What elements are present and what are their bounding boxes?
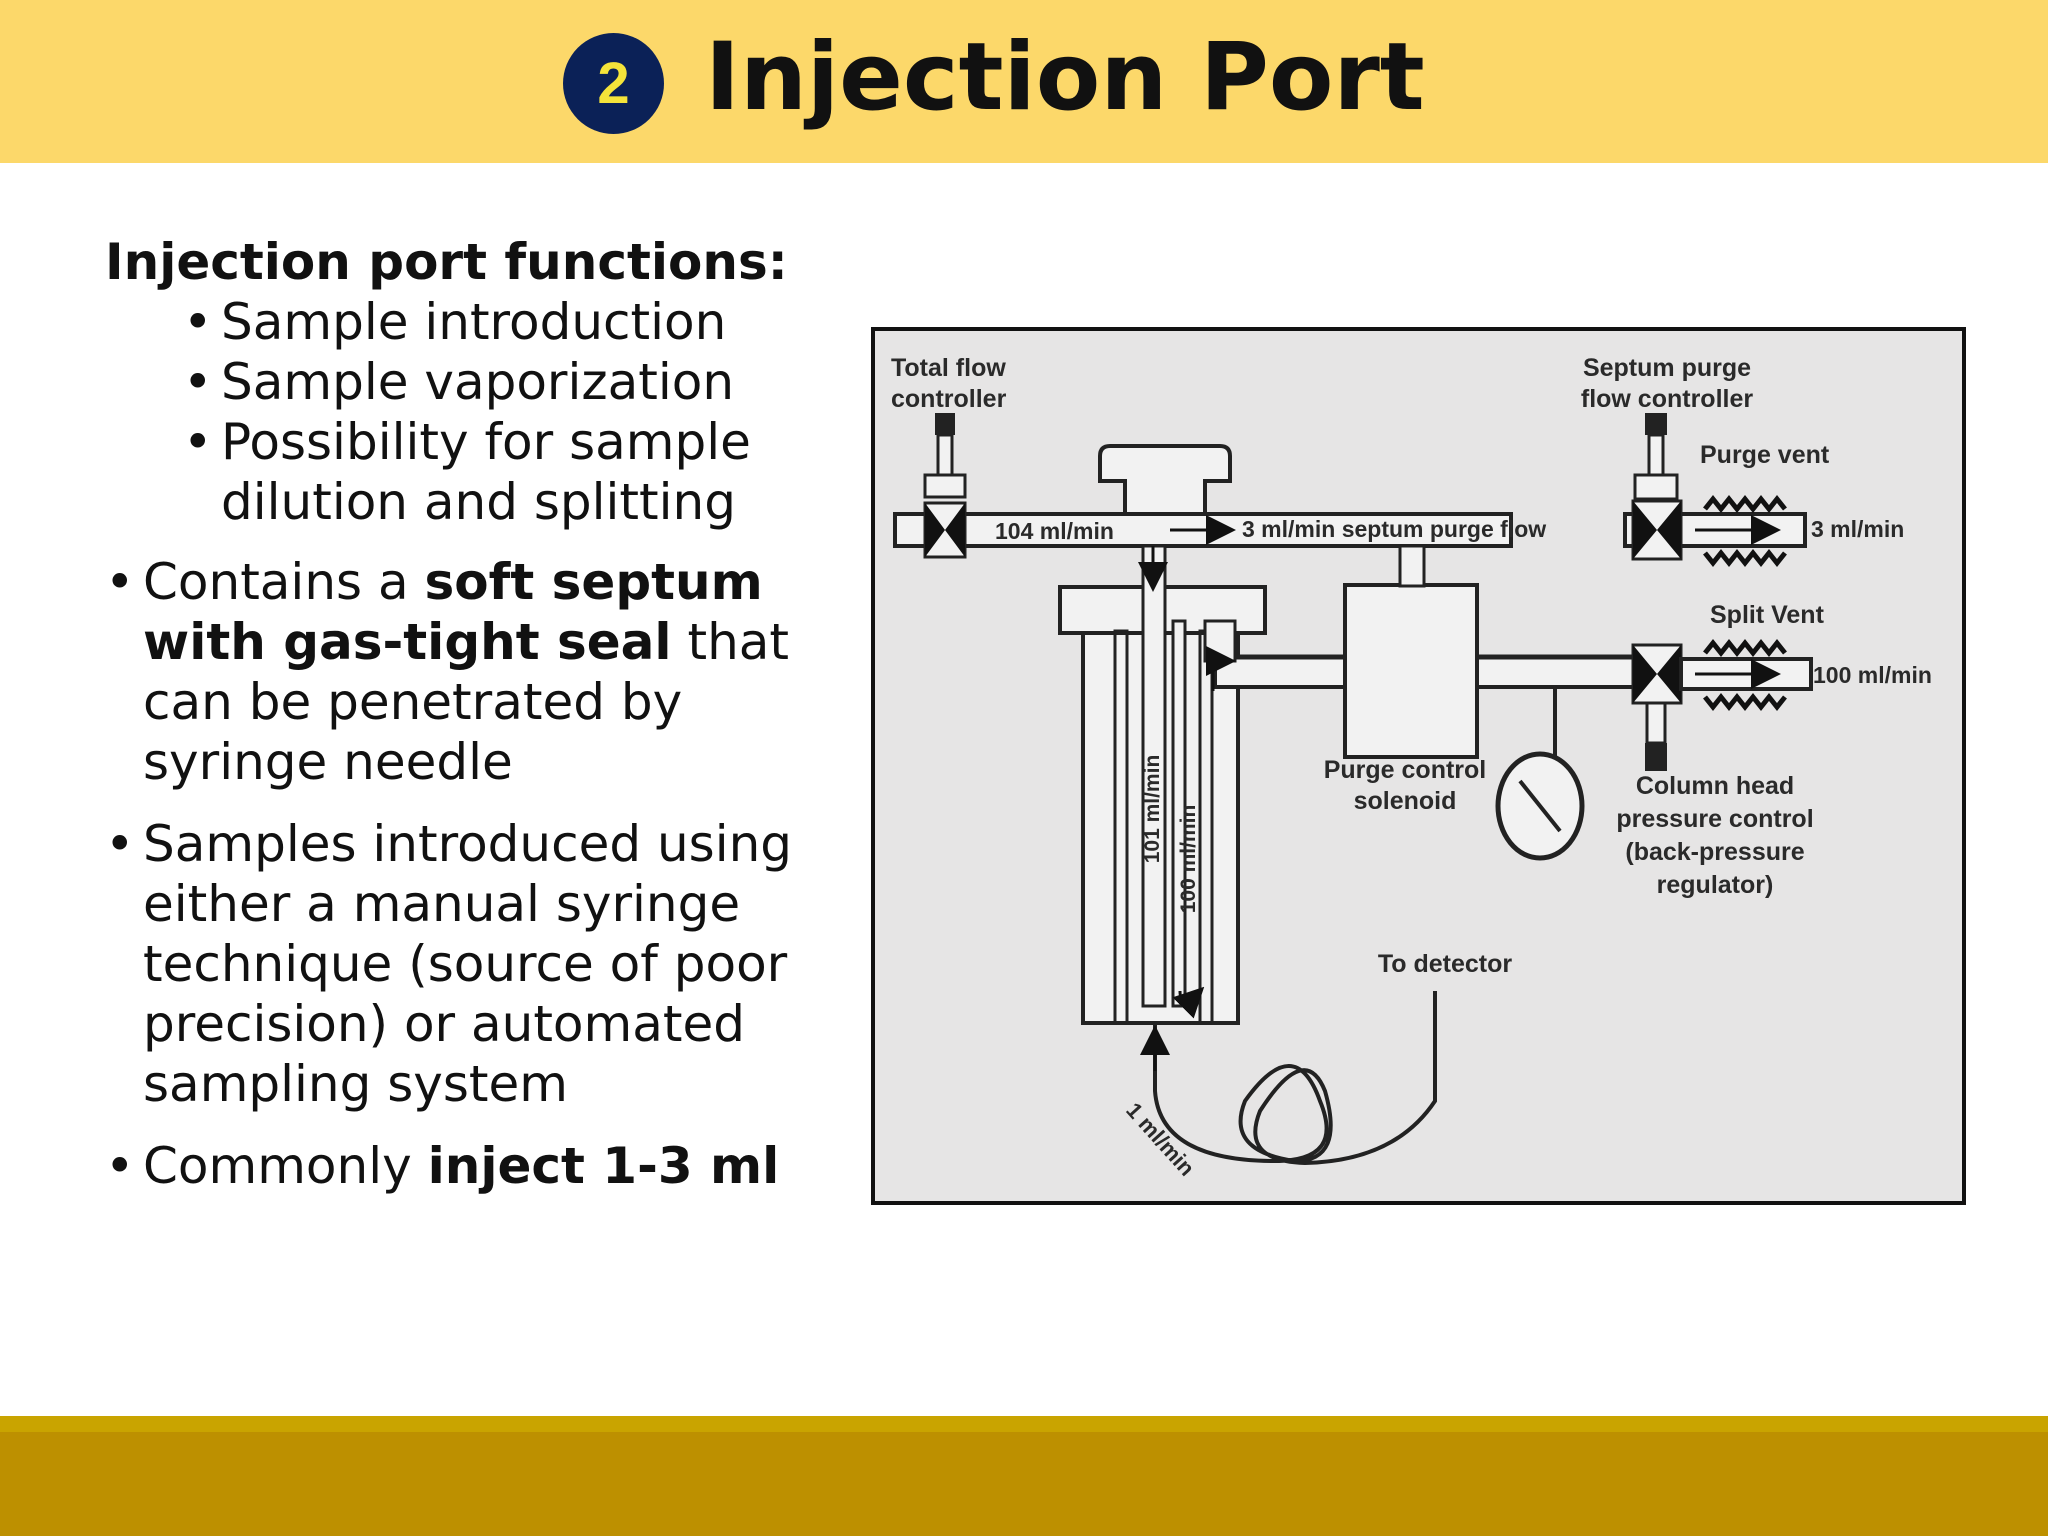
function-item: Sample introduction xyxy=(183,292,850,352)
purge-solenoid-label-1: Purge control xyxy=(1324,756,1487,784)
slide-number-badge: 2 xyxy=(563,33,664,134)
functions-list: Sample introduction Sample vaporization … xyxy=(183,292,850,532)
septum-purge-flow-label: 3 ml/min septum purge flow xyxy=(1242,516,1546,542)
column-head-label-4: regulator) xyxy=(1657,871,1774,899)
split-vent-label: Split Vent xyxy=(1710,601,1825,629)
split-vent-valve xyxy=(1631,643,1683,771)
bullet-item: Commonly inject 1-3 ml xyxy=(105,1136,850,1196)
septum-cap xyxy=(1098,444,1232,516)
purge-vent-zigzag-top xyxy=(1703,494,1787,514)
split-vent-zigzag-top xyxy=(1703,638,1787,658)
footer-line xyxy=(0,1416,2048,1432)
column-head-label-2: pressure control xyxy=(1616,805,1813,833)
bullet-text: that can be penetrated by syringe needle xyxy=(143,613,790,791)
total-flow-valve xyxy=(923,413,967,559)
bullet-text: Samples introduced using either a manual… xyxy=(143,815,793,1113)
bullet-bold: soft septum with gas-tight seal xyxy=(143,553,763,671)
split-vent-zigzag-bottom xyxy=(1703,692,1787,712)
flow-104-label: 104 ml/min xyxy=(995,518,1114,544)
purge-solenoid-label-2: solenoid xyxy=(1354,787,1457,815)
injection-port-diagram: Total flow controller Septum purge flow … xyxy=(871,327,1966,1205)
functions-heading: Injection port functions: xyxy=(105,233,788,291)
flow-100-vent-label: 100 ml/min xyxy=(1813,662,1932,688)
flow-3-label: 3 ml/min xyxy=(1811,516,1904,542)
column-coil xyxy=(1153,991,1437,1166)
purge-vent-label: Purge vent xyxy=(1700,441,1830,469)
header-bar: 2 Injection Port xyxy=(0,0,2048,163)
bullet-text: Commonly xyxy=(143,1137,428,1195)
septum-purge-label-2: flow controller xyxy=(1581,385,1754,413)
total-flow-label-1: Total flow xyxy=(891,354,1006,382)
septum-purge-valve xyxy=(1631,413,1683,561)
bullet-bold: inject 1-3 ml xyxy=(427,1137,780,1195)
to-detector-label: To detector xyxy=(1378,950,1513,978)
bullet-text: Contains a xyxy=(143,553,425,611)
purge-solenoid xyxy=(1343,583,1479,759)
function-item: Sample vaporization xyxy=(183,352,850,412)
bullet-item: Samples introduced using either a manual… xyxy=(105,814,850,1114)
footer-bar xyxy=(0,1432,2048,1536)
bullet-item: Contains a soft septum with gas-tight se… xyxy=(105,552,850,792)
body-text: Injection port functions: Sample introdu… xyxy=(105,232,850,1196)
function-item: Possibility for sample dilution and spli… xyxy=(183,412,850,532)
bullet-list: Contains a soft septum with gas-tight se… xyxy=(105,552,850,1196)
septum-purge-label-1: Septum purge xyxy=(1583,354,1751,382)
flow-101-label: 101 ml/min xyxy=(1141,755,1164,864)
column-head-label-1: Column head xyxy=(1636,772,1794,800)
column-head-label-3: (back-pressure xyxy=(1625,838,1804,866)
diagram-svg: Total flow controller Septum purge flow … xyxy=(891,354,1932,1181)
flow-100-label: 100 ml/min xyxy=(1177,805,1200,914)
total-flow-label-2: controller xyxy=(891,385,1007,413)
slide-title: Injection Port xyxy=(705,23,1425,132)
purge-vent-zigzag-bottom xyxy=(1703,548,1787,568)
